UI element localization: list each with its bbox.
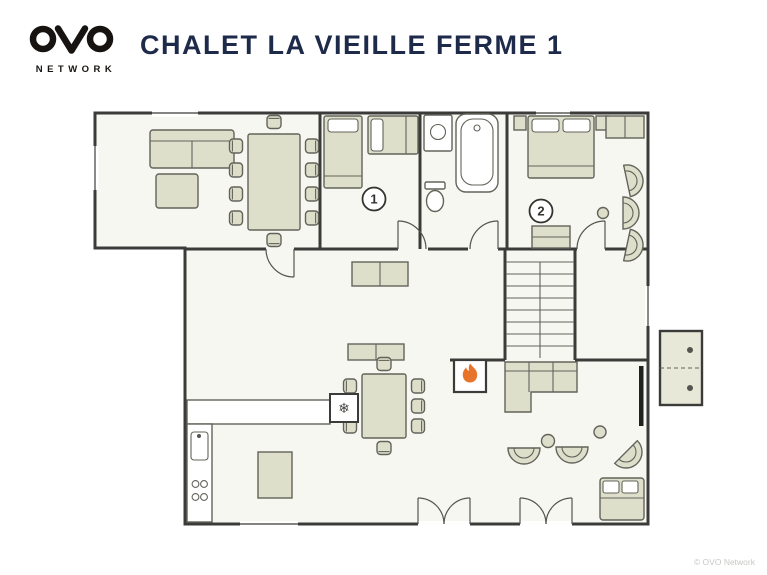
room-label-1: 1: [361, 186, 387, 212]
outbuilding: [658, 329, 704, 407]
chair: [266, 232, 282, 248]
bathtub: [455, 113, 499, 193]
logo-subtext: NETWORK: [35, 64, 117, 75]
ovo-network-logo: NETWORK: [28, 22, 120, 75]
bedroom-1: 1: [323, 115, 419, 212]
door: [576, 220, 606, 250]
sofa: [149, 129, 235, 209]
chair: [304, 162, 320, 178]
sideboard: [347, 343, 405, 361]
doors: [265, 220, 606, 525]
svg-text:1: 1: [370, 192, 377, 207]
side-table: [540, 433, 556, 449]
chair: [304, 138, 320, 154]
single-bed: [323, 115, 363, 189]
bedroom-2: 2: [513, 115, 645, 249]
chair: [304, 186, 320, 202]
side-table: [593, 425, 607, 439]
windows: [94, 112, 649, 525]
door: [265, 248, 295, 278]
wardrobe: [605, 115, 645, 139]
dining-table-lower: [361, 373, 407, 439]
dining-table-upper: [247, 133, 301, 231]
chair: [410, 378, 426, 394]
flame-icon: [462, 363, 478, 383]
toilet: [424, 181, 446, 213]
fridge-freezer: ❄: [329, 393, 359, 423]
chair: [228, 138, 244, 154]
lower-living-room: [452, 358, 650, 521]
washbasin: [423, 114, 453, 152]
fireplace: [452, 358, 488, 394]
sink: [190, 431, 209, 461]
closet: [351, 261, 409, 287]
kitchen-counter: [186, 399, 331, 425]
lounge-chairs-right: [596, 161, 647, 265]
chair: [376, 440, 392, 456]
chair: [376, 356, 392, 372]
chair: [228, 210, 244, 226]
walls: [93, 111, 650, 526]
side-table: [596, 206, 610, 220]
chair: [228, 186, 244, 202]
chair: [410, 398, 426, 414]
snowflake-icon: ❄: [338, 401, 350, 417]
chair: [304, 210, 320, 226]
ovo-logo-icon: [29, 25, 114, 54]
page-title: CHALET LA VIEILLE FERME 1: [140, 30, 564, 60]
chair: [342, 378, 358, 394]
hallway-storage: [347, 261, 409, 361]
daybed-bench: [599, 477, 645, 521]
ottoman: [155, 173, 199, 209]
upper-living-room: [149, 114, 320, 248]
room-label-2: 2: [528, 198, 554, 224]
stairs: [506, 261, 574, 358]
door: [397, 220, 427, 250]
svg-text:2: 2: [537, 204, 544, 219]
nightstand: [513, 115, 527, 131]
tv: [639, 366, 644, 426]
dresser: [531, 225, 571, 249]
copyright-watermark: © OVO Network: [693, 557, 755, 567]
french-doors: [519, 497, 573, 525]
door: [469, 220, 499, 250]
double-bed: [527, 115, 595, 179]
french-doors: [417, 497, 471, 525]
bathroom: [423, 113, 499, 213]
sectional-sofa: [504, 361, 578, 413]
chair: [228, 162, 244, 178]
chair: [410, 418, 426, 434]
single-bed: [367, 115, 419, 155]
chair: [266, 114, 282, 130]
kitchen: ❄: [186, 393, 359, 523]
kitchen-island: [257, 451, 293, 499]
lower-dining-area: [342, 356, 426, 456]
stove: [191, 480, 208, 501]
